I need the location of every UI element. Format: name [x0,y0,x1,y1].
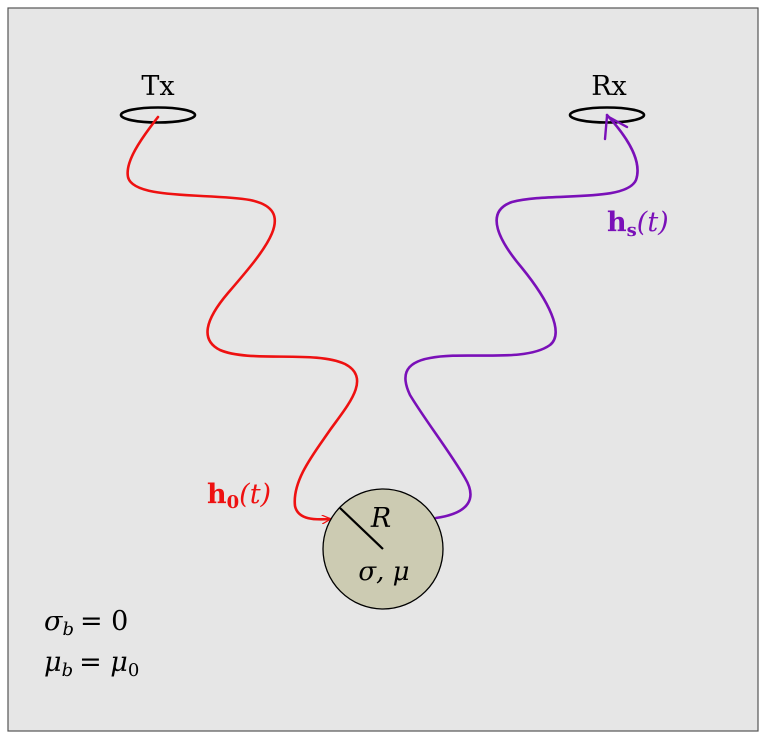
incident-field-label: h0(t) [207,479,271,513]
receiver-label: Rx [591,71,627,102]
background-conductivity: σb = 0 [44,606,128,640]
bg-sigma-symbol: σ [44,606,64,637]
diagram-panel [7,7,759,732]
incident-wave-path [126,115,359,519]
bg-mu-value: = μ [79,647,128,678]
incident-field-subscript: 0 [227,492,240,513]
bg-sigma-subscript: b [62,619,74,640]
bg-mu-value-subscript: 0 [128,660,139,681]
transmitter-loop [119,106,197,124]
sphere-properties-label: σ, μ [358,557,409,587]
bg-sigma-value: = 0 [80,606,128,637]
scattered-field-subscript: s [627,220,637,241]
radius-line [339,507,384,550]
scattered-field-label: hs(t) [607,207,669,241]
background-permeability: μb= μ0 [44,647,139,681]
scattered-wave-arrowhead [603,114,629,141]
scattered-field-symbol: h [607,207,627,238]
incident-field-symbol: h [207,479,227,510]
bg-mu-symbol: μ [44,647,62,678]
bg-mu-subscript: b [62,660,74,681]
scattered-wave-path [404,113,639,520]
radius-label: R [370,503,391,534]
incident-field-argument: (t) [239,479,271,510]
scattered-field-argument: (t) [637,207,669,238]
transmitter-label: Tx [141,71,174,102]
